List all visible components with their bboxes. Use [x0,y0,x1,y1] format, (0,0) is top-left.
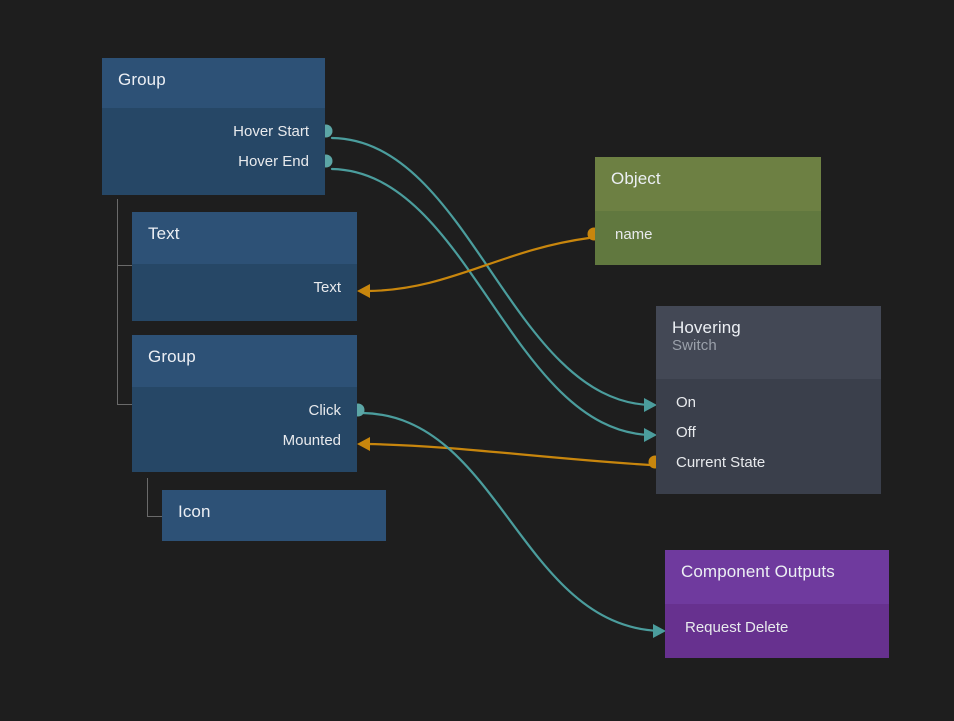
port-hovering-node-on[interactable]: On [656,387,881,417]
tree-line-root-trunk [117,199,118,404]
port-label: Hover End [238,152,309,170]
port-label: On [676,393,697,411]
node-body-text-node: Text [132,264,357,321]
wire-current-state-to-mounted[interactable] [366,442,652,467]
port-label: Mounted [282,431,341,449]
node-title-group-root: Group [118,70,166,89]
wire-object-name-to-text[interactable] [366,236,591,293]
node-header-icon-node[interactable]: Icon [162,490,386,541]
tree-line-branch-icon [147,516,163,517]
node-title-hovering-node: Hovering [672,318,741,337]
port-group-child-click[interactable]: Click [132,395,357,425]
port-component-outputs-request-delete[interactable]: Request Delete [665,612,889,642]
port-label: Current State [676,453,766,471]
arrowhead-object-name-to-text [357,284,370,298]
port-hovering-node-current-state[interactable]: Current State [656,447,881,477]
node-title-text-node: Text [148,224,180,243]
port-group-child-mounted[interactable]: Mounted [132,425,357,455]
port-group-root-hover-end[interactable]: Hover End [102,146,325,176]
port-label: name [615,225,653,243]
node-header-group-root[interactable]: Group [102,58,325,108]
port-group-root-hover-start[interactable]: Hover Start [102,116,325,146]
wire-click-to-request-delete[interactable] [361,411,661,633]
node-subtitle-hovering-node: Switch [672,337,717,355]
node-object-node[interactable]: Object name [595,157,821,265]
port-label: Hover Start [233,122,309,140]
tree-line-group-trunk [147,478,148,516]
node-header-text-node[interactable]: Text [132,212,357,264]
node-body-component-outputs: Request Delete [665,604,889,658]
port-label: Request Delete [685,618,789,636]
port-label: Text [313,278,341,296]
port-text-node-text[interactable]: Text [132,272,357,302]
port-label: Off [676,423,696,441]
port-label: Click [308,401,342,419]
tree-line-branch-group [117,404,133,405]
node-header-object-node[interactable]: Object [595,157,821,211]
node-header-component-outputs[interactable]: Component Outputs [665,550,889,604]
node-header-group-child[interactable]: Group [132,335,357,387]
node-body-object-node: name [595,211,821,265]
arrowhead-current-state-to-mounted [357,437,370,451]
port-hovering-node-off[interactable]: Off [656,417,881,447]
node-title-object-node: Object [611,169,661,188]
port-object-node-name[interactable]: name [595,219,821,249]
node-title-group-child: Group [148,347,196,366]
tree-line-branch-text [117,265,133,266]
node-icon-node[interactable]: Icon [162,490,386,541]
node-title-icon-node: Icon [178,502,211,521]
node-title-component-outputs: Component Outputs [681,562,835,581]
